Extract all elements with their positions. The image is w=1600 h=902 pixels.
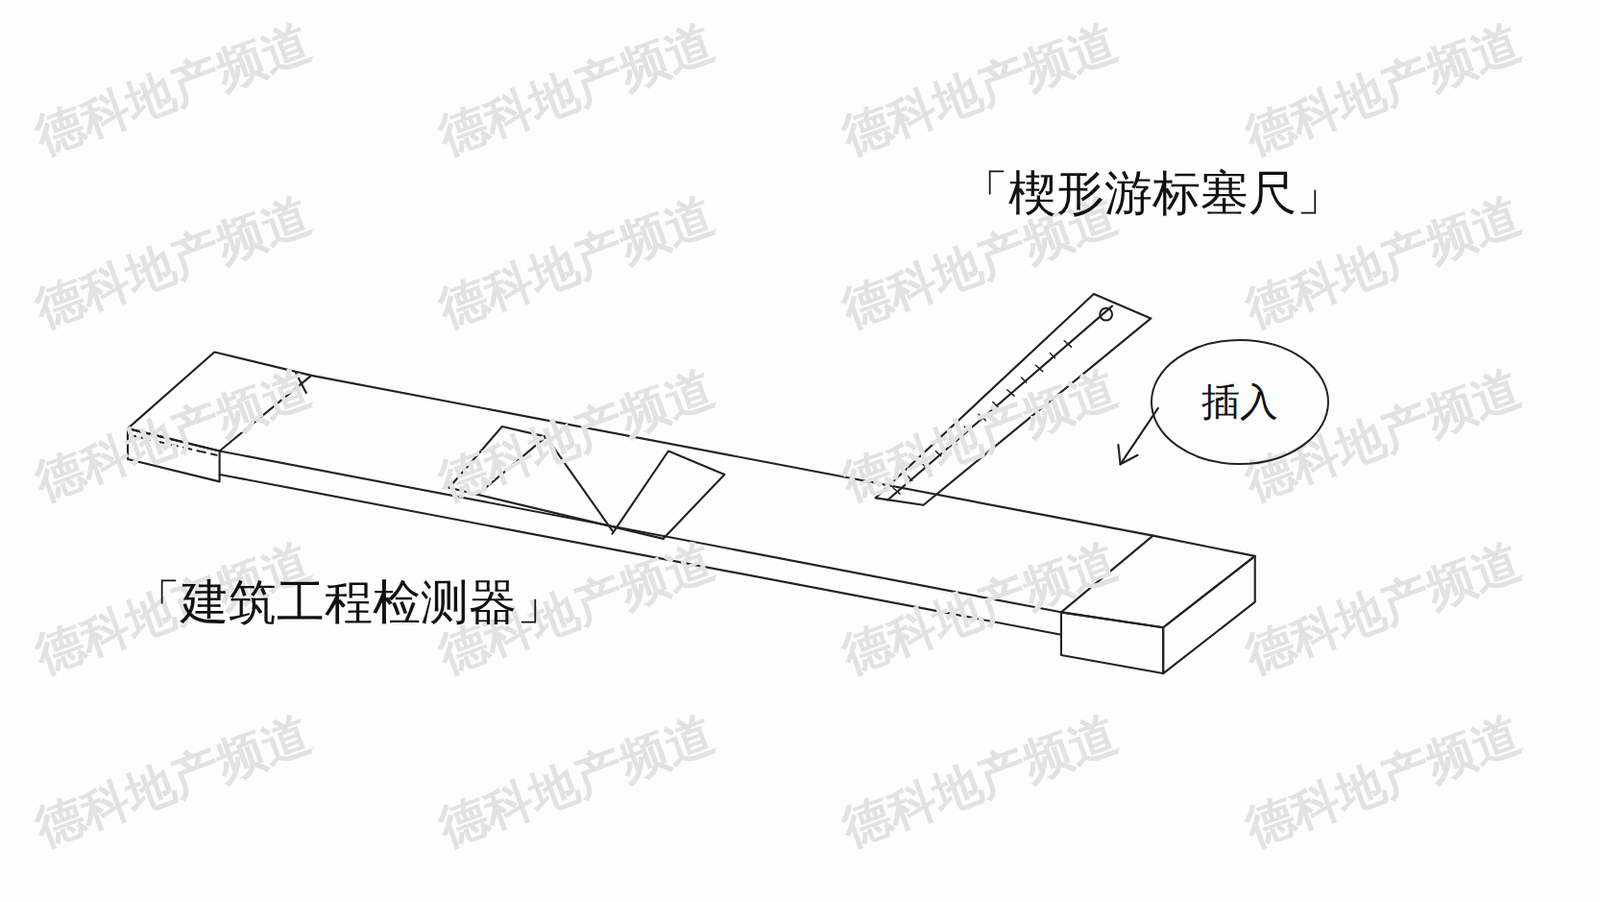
watermark: 德科地产频道 [430,10,724,170]
watermark: 德科地产频道 [833,702,1127,862]
gauge-hole [1099,308,1113,321]
watermark: 德科地产频道 [430,183,724,343]
part-label: 「楔形游标塞尺」 [960,161,1345,226]
watermark: 德科地产频道 [26,702,320,862]
watermark: 德科地产频道 [1236,529,1530,689]
insert-arrow [1120,408,1159,464]
watermark: 德科地产频道 [26,356,320,516]
callout-bubble: 插入 [1148,337,1332,467]
callout-text: 插入 [1201,375,1279,429]
watermark: 德科地产频道 [430,356,724,516]
watermark: 德科地产频道 [833,529,1127,689]
watermark: 德科地产频道 [833,356,1127,516]
watermark: 德科地产频道 [1236,10,1530,170]
watermark: 德科地产频道 [1236,702,1530,862]
watermark: 德科地产频道 [26,183,320,343]
watermark: 德科地产频道 [430,702,724,862]
watermark: 德科地产频道 [26,10,320,170]
right-block-front [1061,611,1164,674]
groove-right [612,451,726,539]
part-label: 「建筑工程检测器」 [132,570,565,635]
right-block-side [1163,556,1256,674]
watermark: 德科地产频道 [1236,356,1530,516]
watermark: 德科地产频道 [833,10,1127,170]
insert-arrow-head [1117,444,1138,464]
